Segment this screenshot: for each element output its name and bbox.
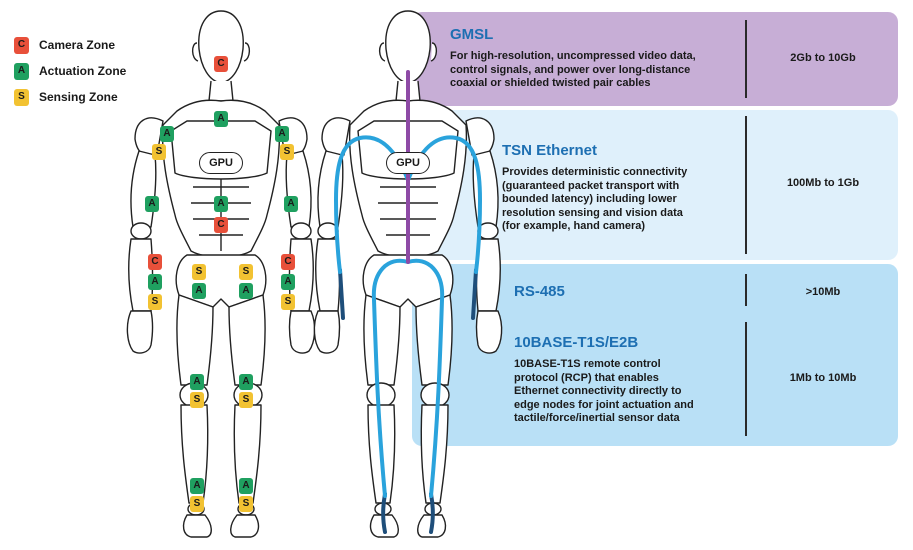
- legend-camera-zone: C Camera Zone: [14, 32, 126, 58]
- neck-actuation-badge: A: [214, 111, 228, 127]
- tsn-divider: [745, 116, 747, 254]
- t1s-left-hand-line: [338, 268, 345, 320]
- tsn-description: Provides deterministic connectivity (gua…: [502, 166, 688, 232]
- rs485-rate: >10Mb: [805, 286, 841, 298]
- legend-sensing-zone: S Sensing Zone: [14, 84, 126, 110]
- right-ankle-actuation-badge: A: [239, 478, 253, 494]
- left-ankle-actuation-badge: A: [190, 478, 204, 494]
- left-wrist-camera-badge: C: [148, 254, 162, 270]
- right-hip-sensing-badge: S: [239, 264, 253, 280]
- t1s-description: 10BASE-T1S remote control protocol (RCP)…: [514, 358, 694, 424]
- gmsl-rate: 2Gb to 10Gb: [790, 52, 856, 64]
- right-elbow-actuation-badge: A: [284, 196, 298, 212]
- torso-actuation-badge: A: [214, 196, 228, 212]
- left-wrist-actuation-badge: A: [148, 274, 162, 290]
- left-shoulder-actuation-badge: A: [160, 126, 174, 142]
- right-gpu-label: GPU: [386, 152, 430, 174]
- gmsl-title: GMSL: [450, 26, 494, 43]
- t1s-right-foot-line: [429, 492, 435, 534]
- left-hip-actuation-badge: A: [192, 283, 206, 299]
- zone-legend: C Camera Zone A Actuation Zone S Sensing…: [14, 32, 126, 110]
- right-knee-actuation-badge: A: [239, 374, 253, 390]
- left-gpu-label: GPU: [199, 152, 243, 174]
- left-wrist-sensing-badge: S: [148, 294, 162, 310]
- legend-actuation-zone: A Actuation Zone: [14, 58, 126, 84]
- actuation-zone-label: Actuation Zone: [39, 64, 127, 78]
- right-ankle-sensing-badge: S: [239, 496, 253, 512]
- actuation-zone-badge: A: [14, 62, 29, 80]
- tsn-rate: 100Mb to 1Gb: [786, 177, 860, 189]
- rs485-title: RS-485: [514, 283, 565, 300]
- tsn-leg-loop-right: [406, 258, 445, 498]
- gmsl-description: For high-resolution, uncompressed video …: [450, 50, 696, 89]
- right-knee-sensing-badge: S: [239, 392, 253, 408]
- right-hip-actuation-badge: A: [239, 283, 253, 299]
- left-knee-sensing-badge: S: [190, 392, 204, 408]
- right-wrist-camera-badge: C: [281, 254, 295, 270]
- left-knee-actuation-badge: A: [190, 374, 204, 390]
- left-shoulder-sensing-badge: S: [152, 144, 166, 160]
- tsn-leg-loop-left: [371, 258, 410, 498]
- right-wrist-actuation-badge: A: [281, 274, 295, 290]
- torso-camera-badge: C: [214, 217, 228, 233]
- t1s-rate: 1Mb to 10Mb: [789, 372, 857, 384]
- right-shoulder-sensing-badge: S: [280, 144, 294, 160]
- camera-zone-badge: C: [14, 36, 29, 54]
- left-elbow-actuation-badge: A: [145, 196, 159, 212]
- left-ankle-sensing-badge: S: [190, 496, 204, 512]
- tsn-arm-loop-right: [406, 135, 483, 274]
- t1s-title: 10BASE-T1S/E2B: [514, 334, 639, 351]
- camera-zone-label: Camera Zone: [39, 38, 116, 52]
- sensing-zone-label: Sensing Zone: [39, 90, 118, 104]
- gmsl-panel: GMSL For high-resolution, uncompressed v…: [412, 12, 898, 106]
- gmsl-divider: [745, 20, 747, 98]
- right-wrist-sensing-badge: S: [281, 294, 295, 310]
- t1s-left-foot-line: [381, 492, 387, 534]
- head-camera-badge: C: [214, 56, 228, 72]
- t1s-right-hand-line: [471, 268, 478, 320]
- right-shoulder-actuation-badge: A: [275, 126, 289, 142]
- t1s-divider: [745, 322, 747, 436]
- left-hip-sensing-badge: S: [192, 264, 206, 280]
- rs485-divider: [745, 274, 747, 306]
- tsn-arm-loop-left: [333, 135, 410, 274]
- sensing-zone-badge: S: [14, 88, 29, 106]
- tsn-title: TSN Ethernet: [502, 142, 598, 159]
